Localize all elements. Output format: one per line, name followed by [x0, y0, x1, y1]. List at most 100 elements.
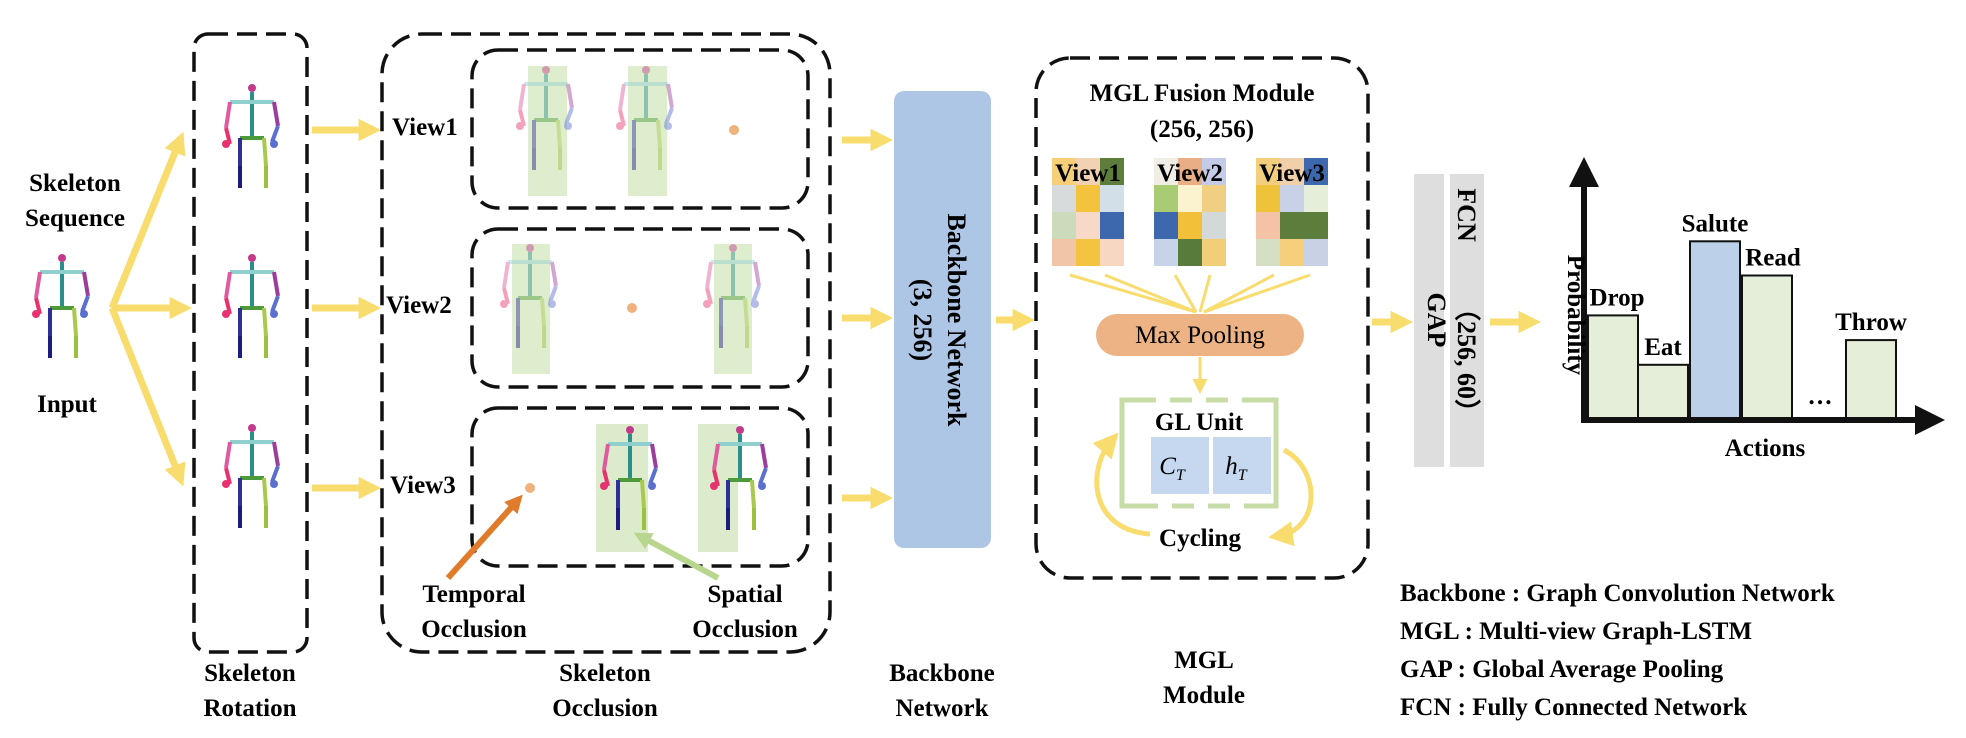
- temporal-occlusion-arrow: [445, 494, 523, 581]
- gl-hidden-state-label: hT: [1225, 453, 1248, 484]
- backbone-box-dims: (3, 256): [908, 279, 937, 361]
- grid-cell-view1: [1052, 239, 1076, 266]
- abbreviation-legend: Backbone : Graph Convolution Network MGL…: [1400, 580, 1835, 721]
- occlusion-section: View1 View2 View3 Temporal Occlusion Spa…: [380, 32, 832, 722]
- grid-cell-view1: [1100, 239, 1124, 266]
- bar-label-salute: Salute: [1682, 210, 1749, 237]
- spatial-occlusion-label-line2: Occlusion: [692, 616, 798, 643]
- grid-cell-view3: [1280, 185, 1304, 212]
- backbone-box: [894, 91, 991, 548]
- bar-read: [1741, 274, 1793, 419]
- grid-cell-view1: [1076, 212, 1100, 239]
- input-to-rotation-arrows: [108, 131, 192, 487]
- head-section: GAP FCN （256, 60）: [1414, 174, 1484, 467]
- grid-cell-view2: [1178, 239, 1202, 266]
- grid-cell-view2: [1178, 158, 1202, 185]
- cycling-arc-left: [1092, 432, 1151, 537]
- grid-cell-view3: [1304, 239, 1328, 266]
- occlusion-view2-label: View2: [386, 292, 452, 319]
- bar-label-drop: Drop: [1589, 284, 1644, 311]
- fcn-dims: （256, 60）: [1452, 295, 1481, 425]
- mgl-view-grids: [1052, 158, 1328, 266]
- grid-cell-view1: [1100, 158, 1124, 185]
- backbone-box-label: Backbone Network: [942, 213, 971, 427]
- backbone-caption-line2: Network: [895, 695, 988, 722]
- temporal-occlusion-label-line1: Temporal: [422, 581, 525, 608]
- grid-cell-view2: [1202, 185, 1226, 212]
- gl-hidden-state: [1213, 437, 1271, 494]
- view1-dropped-frame-dot: [729, 125, 739, 135]
- rotation-skeleton-3: [220, 422, 280, 530]
- fcn-box: [1450, 174, 1484, 467]
- gl-cell-state-label: CT: [1159, 453, 1186, 484]
- grid-cell-view3: [1280, 239, 1304, 266]
- bar-throw: [1845, 339, 1897, 420]
- rotation-caption-line2: Rotation: [203, 695, 296, 722]
- grid-cell-view3: [1304, 185, 1328, 212]
- input-title-line2: Sequence: [25, 205, 125, 232]
- rotation-to-occlusion-arrows: [312, 118, 381, 500]
- view1-panel: [470, 48, 810, 210]
- mgl-view3-label: View3: [1259, 160, 1325, 187]
- temporal-occlusion-label-line2: Occlusion: [421, 616, 527, 643]
- mgl-frame: [1034, 56, 1370, 580]
- occlusion-view1-label: View1: [392, 114, 458, 141]
- occlusion-caption-line2: Occlusion: [552, 695, 658, 722]
- occlusion-outer-frame: [380, 32, 832, 654]
- gl-unit-bracket: [1119, 397, 1279, 509]
- grid-cell-view2: [1202, 212, 1226, 239]
- input-section: Skeleton Sequence Input: [25, 170, 125, 418]
- max-pooling-box: [1096, 314, 1304, 356]
- grid-to-pooling-lines: [1069, 273, 1311, 314]
- grid-cell-view3: [1304, 158, 1328, 185]
- grid-cell-view1: [1076, 158, 1100, 185]
- fcn-label: FCN: [1452, 188, 1481, 242]
- grid-cell-view2: [1154, 239, 1178, 266]
- rotation-caption-line1: Skeleton: [204, 660, 296, 687]
- grid-cell-view3: [1280, 158, 1304, 185]
- grid-cell-view2: [1202, 158, 1226, 185]
- grid-cell-view1: [1100, 185, 1124, 212]
- mgl-view2-label: View2: [1157, 160, 1223, 187]
- mgl-caption-line1: MGL: [1174, 647, 1234, 674]
- mgl-view1-label: View1: [1055, 160, 1121, 187]
- occlusion-view3-label: View3: [390, 472, 456, 499]
- view2-dropped-frame-dot: [627, 303, 637, 313]
- input-skeleton-figure: [30, 252, 90, 360]
- grid-cell-view3: [1280, 212, 1304, 239]
- grid-cell-view3: [1256, 212, 1280, 239]
- rotation-skeleton-2: [220, 252, 280, 360]
- max-pooling-label: Max Pooling: [1135, 322, 1265, 349]
- legend-fcn: FCN : Fully Connected Network: [1400, 694, 1747, 721]
- grid-cell-view2: [1154, 158, 1178, 185]
- rotation-section: Skeleton Rotation: [192, 32, 309, 722]
- legend-backbone: Backbone : Graph Convolution Network: [1400, 580, 1835, 607]
- grid-cell-view3: [1304, 212, 1328, 239]
- grid-cell-view3: [1256, 158, 1280, 185]
- bar-salute: [1689, 240, 1741, 419]
- grid-cell-view2: [1154, 185, 1178, 212]
- mgl-section: MGL Fusion Module (256, 256) View1 View2…: [1034, 56, 1370, 709]
- grid-cell-view1: [1076, 185, 1100, 212]
- view3-dropped-frame-dot: [525, 483, 535, 493]
- occlusion-caption-line1: Skeleton: [559, 660, 651, 687]
- x-axis-label: Actions: [1725, 435, 1806, 462]
- gl-unit-bracket-dashes: [1134, 397, 1264, 509]
- legend-gap: GAP : Global Average Pooling: [1400, 656, 1724, 683]
- view2-panel: [470, 227, 810, 389]
- occlusion-to-backbone-arrows: [842, 128, 893, 510]
- bar-label-throw: Throw: [1835, 309, 1907, 336]
- cycling-label: Cycling: [1159, 525, 1241, 552]
- bar-eat: [1637, 363, 1689, 419]
- cycling-arc-right: [1268, 447, 1314, 547]
- y-axis-label: Probability: [1562, 255, 1589, 376]
- legend-mgl: MGL : Multi-view Graph-LSTM: [1400, 618, 1752, 645]
- bar-label-read: Read: [1745, 245, 1801, 272]
- mgl-dims: (256, 256): [1150, 116, 1254, 143]
- grid-cell-view1: [1100, 212, 1124, 239]
- spatial-occlusion-label-line1: Spatial: [707, 581, 782, 608]
- rotation-frame: [192, 32, 309, 654]
- grid-cell-view3: [1256, 239, 1280, 266]
